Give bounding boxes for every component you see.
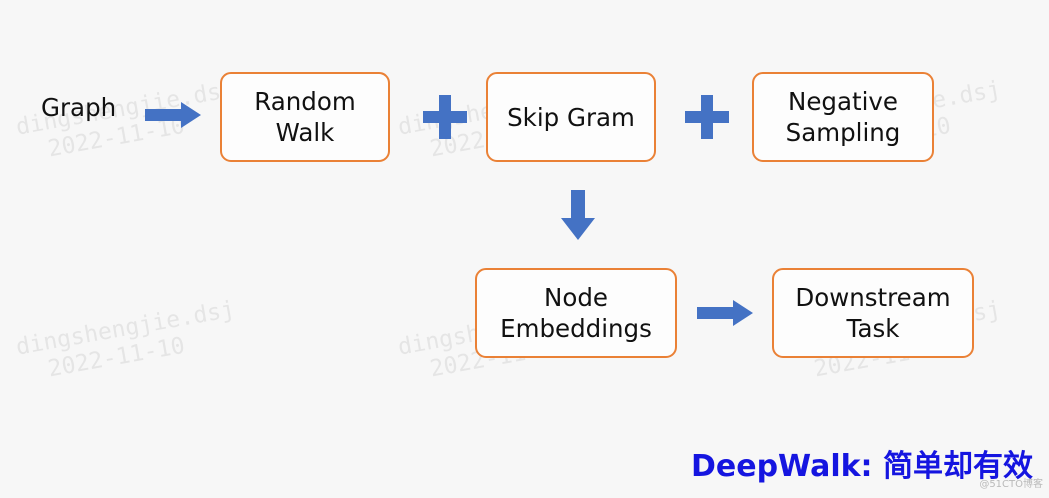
arrow-down-icon [561, 190, 595, 240]
footer-title: DeepWalk: 简单却有效 [690, 449, 1033, 484]
watermark: dingshengjie.dsj 2022-11-10 [14, 77, 242, 169]
arrow-right-icon [145, 102, 201, 128]
downstream-task-box: Downstream Task [772, 268, 974, 358]
downstream-task-line2: Task [846, 314, 900, 343]
random-walk-line1: Random [254, 87, 356, 116]
negative-sampling-line2: Sampling [785, 118, 901, 147]
credit-watermark: @51CTO博客 [979, 479, 1043, 490]
arrow-right-icon [697, 300, 753, 326]
downstream-task-line1: Downstream [795, 283, 951, 312]
watermark: dingshengjie.dsj 2022-11-10 [14, 297, 242, 389]
skip-gram-label: Skip Gram [507, 102, 635, 132]
graph-label: Graph [41, 93, 117, 122]
random-walk-line2: Walk [275, 118, 335, 147]
plus-icon [423, 95, 467, 139]
random-walk-box: Random Walk [220, 72, 390, 162]
node-embeddings-line2: Embeddings [500, 314, 652, 343]
node-embeddings-line1: Node [544, 283, 608, 312]
skip-gram-box: Skip Gram [486, 72, 656, 162]
node-embeddings-box: Node Embeddings [475, 268, 677, 358]
negative-sampling-line1: Negative [788, 87, 898, 116]
negative-sampling-box: Negative Sampling [752, 72, 934, 162]
plus-icon [685, 95, 729, 139]
